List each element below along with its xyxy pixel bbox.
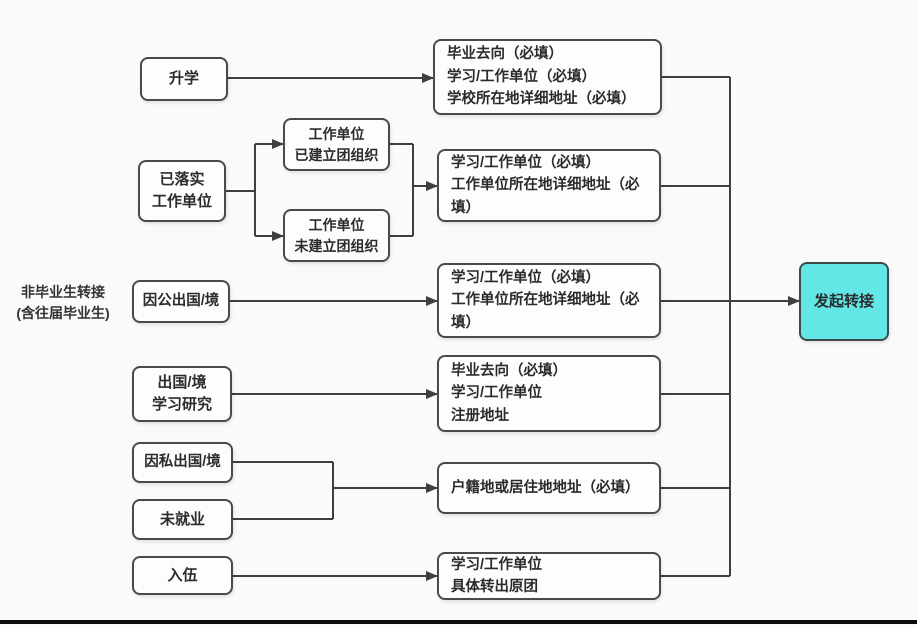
node-req-enlisted: 学习/工作单位 具体转出原团 <box>437 552 661 600</box>
bottom-divider <box>0 620 917 624</box>
node-req-abroad-official: 学习/工作单位（必填） 工作单位所在地详细地址（必填） <box>437 263 661 338</box>
node-req-further-study: 毕业去向（必填） 学习/工作单位（必填） 学校所在地详细地址（必填） <box>433 39 662 115</box>
node-enlisted: 入伍 <box>132 556 233 595</box>
node-req-residence: 户籍地或居住地地址（必填） <box>437 462 661 514</box>
node-req-abroad-study: 毕业去向（必填） 学习/工作单位 注册地址 <box>437 355 661 432</box>
node-abroad-official: 因公出国/境 <box>132 280 230 323</box>
diagram-side-label: 非毕业生转接 (含往届毕业生) <box>16 284 110 321</box>
node-initiate-transfer: 发起转接 <box>799 262 889 341</box>
node-abroad-study-research: 出国/境 学习研究 <box>132 366 232 422</box>
node-employment-secured: 已落实 工作单位 <box>138 160 226 222</box>
node-req-work-unit: 学习/工作单位（必填） 工作单位所在地详细地址（必填） <box>437 149 661 222</box>
node-unemployed: 未就业 <box>132 499 233 540</box>
node-further-study: 升学 <box>140 57 228 101</box>
node-work-unit-without-league: 工作单位 未建立团组织 <box>283 209 390 262</box>
node-work-unit-with-league: 工作单位 已建立团组织 <box>283 118 390 171</box>
node-abroad-private: 因私出国/境 <box>132 442 233 483</box>
